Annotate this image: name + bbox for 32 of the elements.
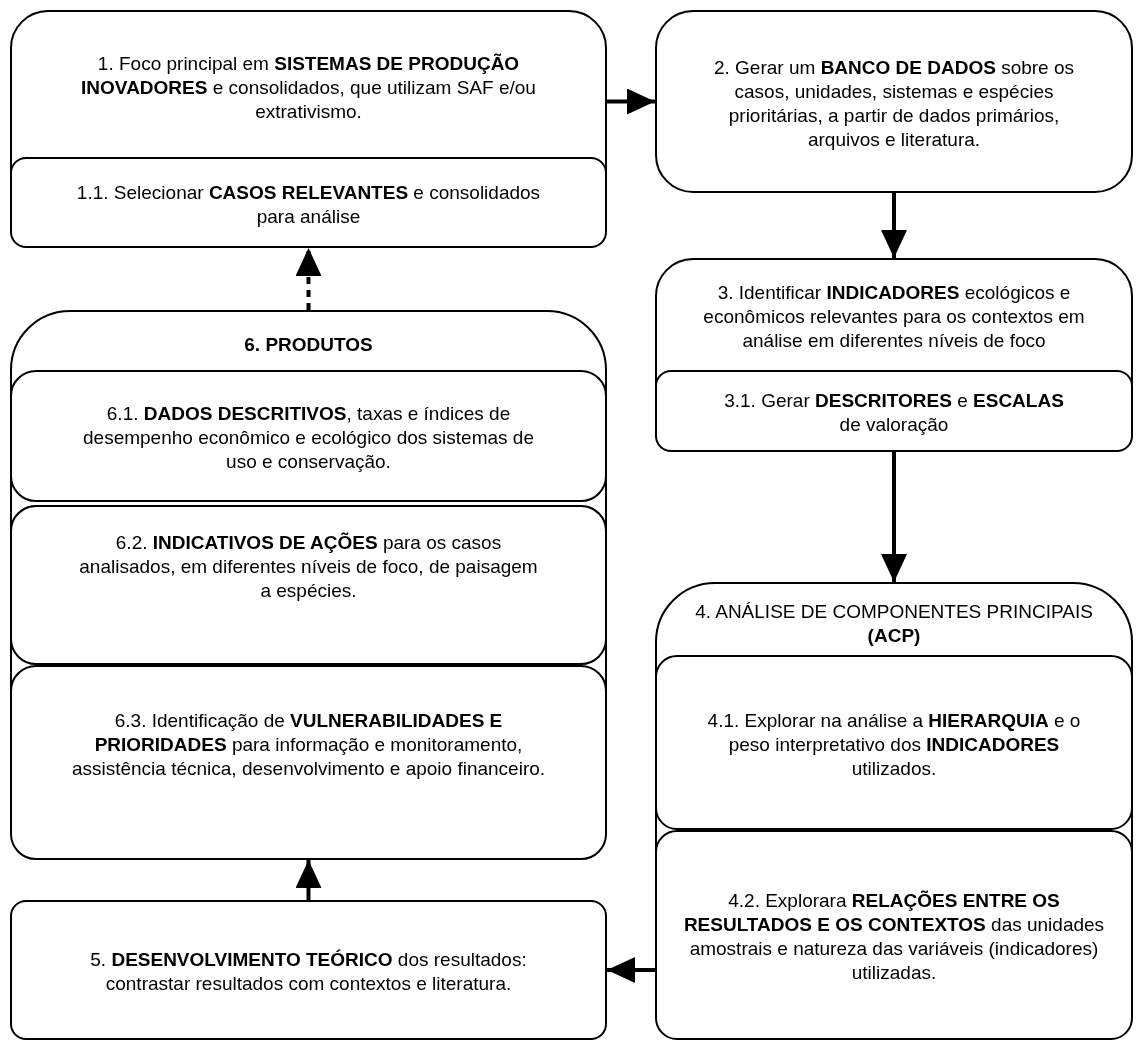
process-box xyxy=(10,665,607,860)
box-text: 6.3. Identificação de VULNERABILIDADES E PRIORIDADES para informação e monitoramento, assistência técnica, desenvolvimento e apoio financeiro. xyxy=(70,708,547,781)
arrow xyxy=(295,860,322,900)
arrow xyxy=(881,193,907,258)
process-box xyxy=(655,582,1133,1040)
box-text: 6.1. DADOS DESCRITIVOS, taxas e índices de desempenho econômico e ecológico dos sistemas de uso e conservação. xyxy=(82,402,535,474)
process-box xyxy=(10,310,607,860)
box-text: 6.2. INDICATIVOS DE AÇÕES para os casos analisados, em diferentes níveis de foco, de paisagem a espécies. xyxy=(78,531,539,603)
box-text: 3. Identificar INDICADORES ecológicos e econômicos relevantes para os contextos em análise em diferentes níveis de foco xyxy=(702,281,1086,353)
box-text: 4. ANÁLISE DE COMPONENTES PRINCIPAIS (ACP) xyxy=(694,600,1094,648)
box-text: 3.1. Gerar DESCRITORES e ESCALAS de valoração xyxy=(723,389,1065,437)
arrow xyxy=(607,88,655,115)
process-box xyxy=(655,655,1133,830)
process-box xyxy=(10,370,607,502)
process-box xyxy=(10,505,607,665)
process-box xyxy=(655,370,1133,452)
process-box xyxy=(655,830,1133,1040)
arrow xyxy=(607,957,655,983)
box-text: 5. DESENVOLVIMENTO TEÓRICO dos resultados: contrastar resultados com contextos e literatura. xyxy=(89,948,528,996)
process-box xyxy=(10,900,607,1040)
process-box xyxy=(10,157,607,248)
process-box xyxy=(655,10,1133,193)
box-text: 4.1. Explorar na análise a HIERARQUIA e o peso interpretativo dos INDICADORES utilizados. xyxy=(706,708,1082,781)
process-box xyxy=(655,258,1133,452)
box-text: 4.2. Explorara RELAÇÕES ENTRE OS RESULTADOS E OS CONTEXTOS das unidades amostrais e natureza das variáveis (indicadores) utilizadas. xyxy=(682,889,1106,985)
box-text: 2. Gerar um BANCO DE DADOS sobre os casos, unidades, sistemas e espécies prioritárias, a partir de dados primários, arquivos e literatura. xyxy=(712,55,1075,152)
box-text: 1.1. Selecionar CASOS RELEVANTES e consolidados para análise xyxy=(75,180,542,229)
box-heading: 6. PRODUTOS xyxy=(244,333,373,357)
process-box xyxy=(10,10,607,248)
arrow xyxy=(881,452,907,582)
arrow xyxy=(295,248,322,310)
box-text: 1. Foco principal em SISTEMAS DE PRODUÇÃO INOVADORES e consolidados, que utilizam SAF e/ou extrativismo. xyxy=(80,51,537,124)
